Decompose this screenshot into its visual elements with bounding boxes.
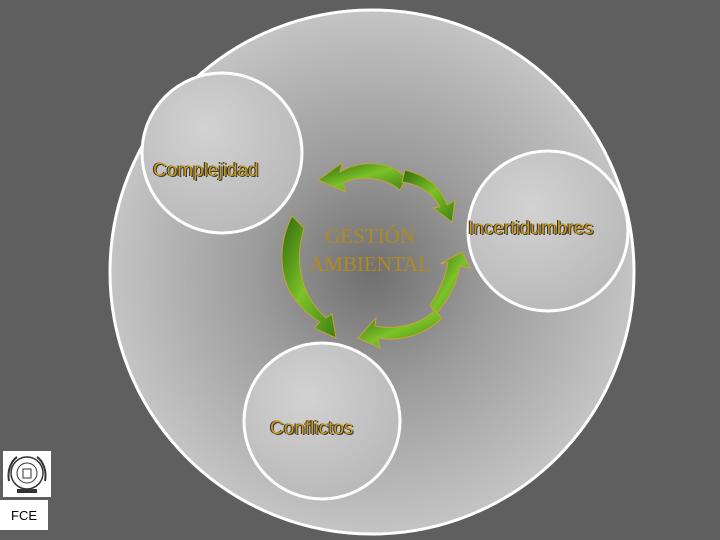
institution-seal-icon [3,451,51,497]
center-title-line1: GESTIÓN [325,224,415,248]
incertidumbres-label: Incertidumbres [468,218,594,239]
arrow-right-icon [429,251,471,315]
arrow-top-icon [316,161,407,193]
conflictos-circle [242,341,402,501]
arrow-left-icon [281,215,337,339]
arrow-bottom-icon [357,309,443,349]
footer-label: FCE [0,500,48,530]
incertidumbres-circle [466,149,630,313]
conflictos-label: Conflictos [270,418,354,439]
arrow-right-top-icon [401,169,456,223]
center-title: GESTIÓN AMBIENTAL [290,222,450,278]
complejidad-label: Complejidad [153,160,259,181]
complejidad-circle [140,71,304,235]
center-title-line2: AMBIENTAL [309,252,431,276]
